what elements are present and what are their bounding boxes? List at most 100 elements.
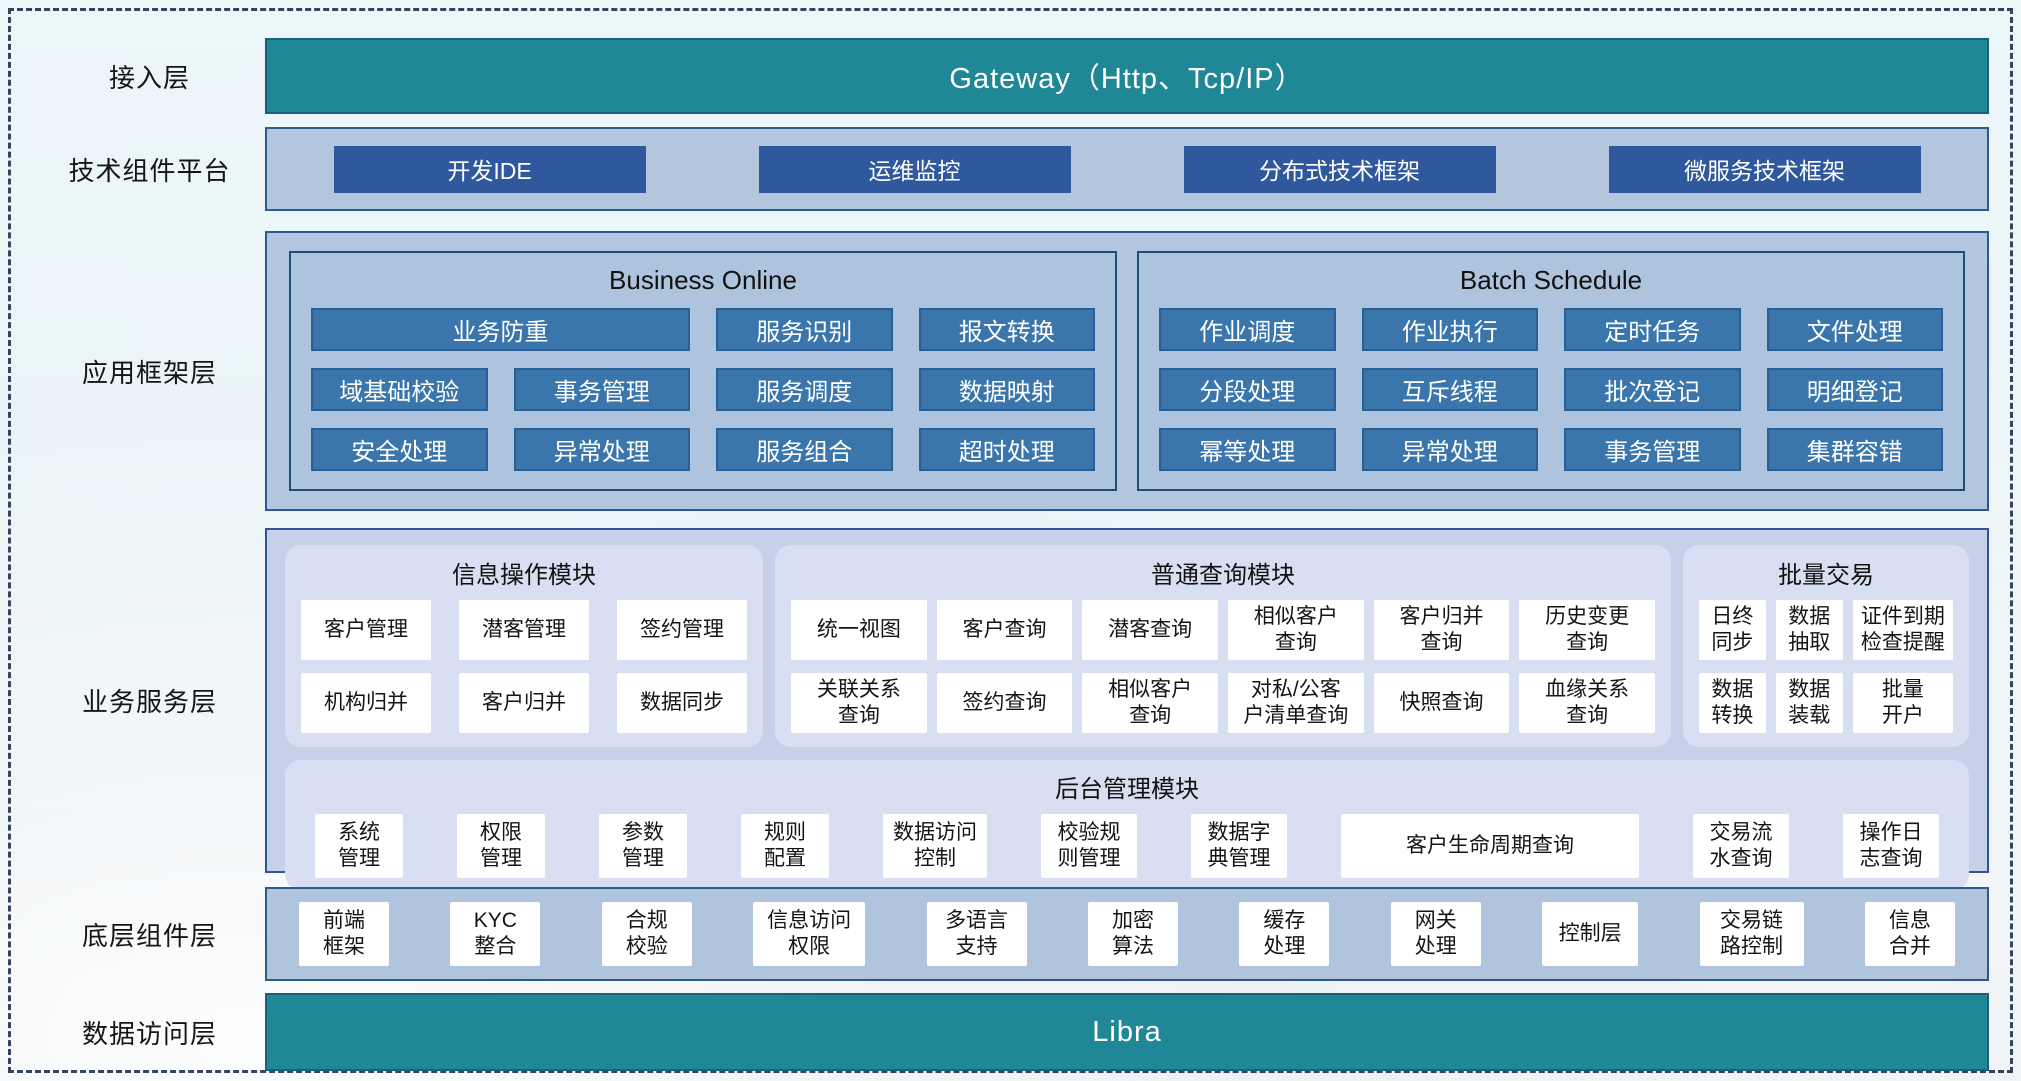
layer-label-app-framework: 应用框架层 xyxy=(81,357,217,388)
framework-feature-button: 报文转换 xyxy=(918,308,1095,351)
base-component-card: 缓存 处理 xyxy=(1239,902,1330,966)
framework-feature-button: 文件处理 xyxy=(1766,308,1943,351)
service-card: 潜客管理 xyxy=(459,600,589,660)
service-card: 血缘关系 查询 xyxy=(1519,673,1655,733)
service-card: 证件到期 检查提醒 xyxy=(1852,600,1953,660)
service-card: 签约管理 xyxy=(617,600,747,660)
batch-trade-grid: 日终 同步数据 抽取证件到期 检查提醒数据 转换数据 装载批量 开户 xyxy=(1699,600,1953,733)
info-operation-title: 信息操作模块 xyxy=(452,562,596,589)
framework-feature-button: 明细登记 xyxy=(1766,368,1943,411)
tech-platform-button: 运维监控 xyxy=(758,145,1071,193)
base-component-card: KYC 整合 xyxy=(450,902,541,966)
service-card: 数据 抽取 xyxy=(1775,600,1843,660)
framework-feature-button: 服务识别 xyxy=(716,308,893,351)
service-card: 机构归并 xyxy=(301,673,431,733)
base-component-card: 信息访问 权限 xyxy=(753,902,866,966)
tech-platform-button: 开发IDE xyxy=(333,145,646,193)
row-data-access: 数据访问层 Libra xyxy=(0,993,2021,1071)
service-card: 统一视图 xyxy=(791,600,927,660)
base-component-card: 前端 框架 xyxy=(299,902,389,966)
framework-feature-button: 异常处理 xyxy=(513,428,690,471)
admin-card: 权限 管理 xyxy=(457,814,545,878)
base-components-container: 前端 框架 KYC 整合合规 校验信息访问 权限多语言 支持加密 算法缓存 处理网… xyxy=(265,887,1989,981)
service-card: 潜客查询 xyxy=(1082,600,1218,660)
framework-feature-button: 数据映射 xyxy=(918,368,1095,411)
admin-module: 后台管理模块 系统 管理权限 管理参数 管理规则 配置数据访问 控制校验规 则管… xyxy=(285,760,1969,890)
framework-feature-button: 作业执行 xyxy=(1361,308,1538,351)
admin-card: 操作日 志查询 xyxy=(1843,814,1939,878)
batch-schedule-title: Batch Schedule xyxy=(1459,265,1643,295)
framework-feature-button: 幂等处理 xyxy=(1159,428,1336,471)
row-access-layer: 接入层 Gateway（Http、Tcp/IP） xyxy=(0,38,2021,114)
framework-feature-button: 安全处理 xyxy=(311,428,488,471)
app-framework-container: Business Online 业务防重服务识别报文转换域基础校验事务管理 服务调… xyxy=(265,231,1989,511)
framework-feature-button: 批次登记 xyxy=(1564,368,1741,411)
service-card: 相似客户 查询 xyxy=(1082,673,1218,733)
business-online-panel: Business Online 业务防重服务识别报文转换域基础校验事务管理服务调… xyxy=(289,251,1117,491)
admin-card: 规则 配置 xyxy=(741,814,829,878)
batch-trade-module: 批量交易 日终 同步数据 抽取证件到期 检查提醒数据 转换数据 装载批量 开户 xyxy=(1683,545,1969,747)
service-card: 历史变更 查询 xyxy=(1519,600,1655,660)
batch-schedule-grid: 作业调度作业执行定时任务文件处理分段处理互斥线程批次登记明细登记幂等处理异常处理… xyxy=(1159,308,1943,471)
layer-label-data-access: 数据访问层 xyxy=(81,1018,217,1049)
base-cards-row: 前端 框架 KYC 整合合规 校验信息访问 权限多语言 支持加密 算法缓存 处理网… xyxy=(267,902,1987,966)
service-card: 相似客户 查询 xyxy=(1228,600,1364,660)
base-component-card: 网关 处理 xyxy=(1390,902,1481,966)
tech-platform-button: 分布式技术框架 xyxy=(1183,145,1496,193)
service-card: 数据同步 xyxy=(617,673,747,733)
business-service-container: 信息操作模块 客户管理潜客管理签约管理机构归并客户归并数据同步 普通查询模块 统… xyxy=(265,528,1989,890)
admin-module-title: 后台管理模块 xyxy=(1055,776,1199,803)
layer-label-tech-platform: 技术组件平台 xyxy=(68,155,231,186)
base-component-card: 合规 校验 xyxy=(601,902,692,966)
base-component-card: 控制层 xyxy=(1542,902,1639,966)
row-tech-platform: 技术组件平台 开发IDE 运维监控 分布式技术框架 微服务技术框架 xyxy=(0,127,2021,211)
admin-card: 参数 管理 xyxy=(599,814,687,878)
libra-bar: Libra xyxy=(265,993,1989,1071)
framework-feature-button: 作业调度 xyxy=(1159,308,1336,351)
base-component-card: 信息 合并 xyxy=(1864,902,1955,966)
framework-feature-button: 服务组合 xyxy=(716,428,893,471)
general-query-title: 普通查询模块 xyxy=(1151,562,1295,589)
service-card: 日终 同步 xyxy=(1699,600,1766,660)
info-operation-module: 信息操作模块 客户管理潜客管理签约管理机构归并客户归并数据同步 xyxy=(285,545,763,747)
service-card: 对私/公客 户清单查询 xyxy=(1228,673,1364,733)
admin-cards-row: 系统 管理权限 管理参数 管理规则 配置数据访问 控制校验规 则管理数据字 典管… xyxy=(301,814,1953,878)
base-component-card: 加密 算法 xyxy=(1087,902,1178,966)
admin-card: 校验规 则管理 xyxy=(1041,814,1137,878)
framework-feature-button: 业务防重 xyxy=(311,308,690,351)
framework-feature-button: 域基础校验 xyxy=(311,368,488,411)
service-card: 批量 开户 xyxy=(1852,673,1953,733)
service-card: 签约查询 xyxy=(936,673,1073,733)
service-card: 快照查询 xyxy=(1373,673,1510,733)
service-card: 关联关系 查询 xyxy=(791,673,927,733)
row-app-framework: 应用框架层 Business Online 业务防重服务识别报文转换域基础校验事… xyxy=(0,231,2021,511)
framework-feature-button: 定时任务 xyxy=(1564,308,1741,351)
layer-label-business-service: 业务服务层 xyxy=(81,687,217,717)
framework-feature-button: 事务管理 xyxy=(1564,428,1741,471)
tech-platform-container: 开发IDE 运维监控 分布式技术框架 微服务技术框架 xyxy=(265,127,1989,211)
service-card: 客户归并 查询 xyxy=(1373,600,1510,660)
admin-card: 数据字 典管理 xyxy=(1191,814,1287,878)
tech-platform-button: 微服务技术框架 xyxy=(1608,145,1921,193)
base-component-card: 交易链 路控制 xyxy=(1699,902,1804,966)
admin-card: 客户生命周期查询 xyxy=(1341,814,1639,878)
service-card: 数据 转换 xyxy=(1699,673,1766,733)
batch-schedule-panel: Batch Schedule 作业调度作业执行定时任务文件处理分段处理互斥线程批… xyxy=(1137,251,1965,491)
framework-feature-button: 互斥线程 xyxy=(1361,368,1538,411)
general-query-grid: 统一视图客户查询潜客查询相似客户 查询客户归并 查询历史变更 查询关联关系 查询… xyxy=(791,600,1655,733)
base-component-card: 多语言 支持 xyxy=(926,902,1027,966)
framework-feature-button: 分段处理 xyxy=(1159,368,1336,411)
info-operation-grid: 客户管理潜客管理签约管理机构归并客户归并数据同步 xyxy=(301,600,747,733)
layer-label-access: 接入层 xyxy=(108,62,190,93)
framework-feature-button: 服务调度 xyxy=(716,368,893,411)
batch-trade-title: 批量交易 xyxy=(1778,562,1874,589)
service-card: 客户管理 xyxy=(301,600,431,660)
admin-card: 系统 管理 xyxy=(315,814,403,878)
admin-card: 交易流 水查询 xyxy=(1693,814,1789,878)
row-business-service: 业务服务层 信息操作模块 客户管理潜客管理签约管理机构归并客户归并数据同步 普通… xyxy=(0,528,2021,890)
gateway-bar: Gateway（Http、Tcp/IP） xyxy=(265,38,1989,114)
business-online-title: Business Online xyxy=(609,265,797,295)
